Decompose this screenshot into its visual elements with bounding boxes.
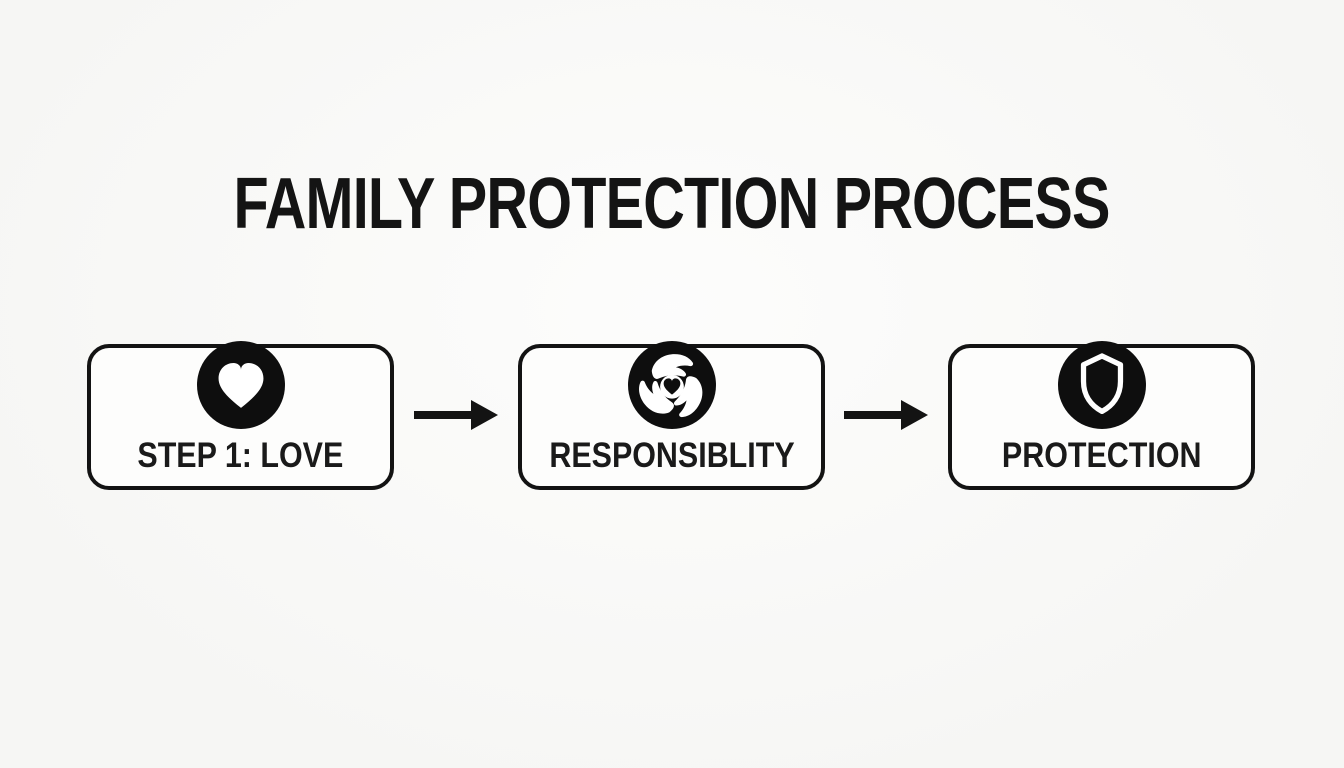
hands-care-icon [627,341,716,429]
shield-icon [1057,341,1146,429]
arrow-right-icon [414,400,498,430]
step-box-love: STEP 1: LOVE [87,341,394,490]
step-label: PROTECTION [1001,436,1202,475]
step-box-responsibility: RESPONSIBLITY [518,341,825,490]
arrow-right-icon [844,400,928,430]
step-label: RESPONSIBLITY [548,436,795,475]
step-box-protection: PROTECTION [948,341,1255,490]
page-title: FAMILY PROTECTION PROCESS [233,164,1111,244]
step-label: STEP 1: LOVE [137,436,344,475]
heart-icon [196,341,285,429]
